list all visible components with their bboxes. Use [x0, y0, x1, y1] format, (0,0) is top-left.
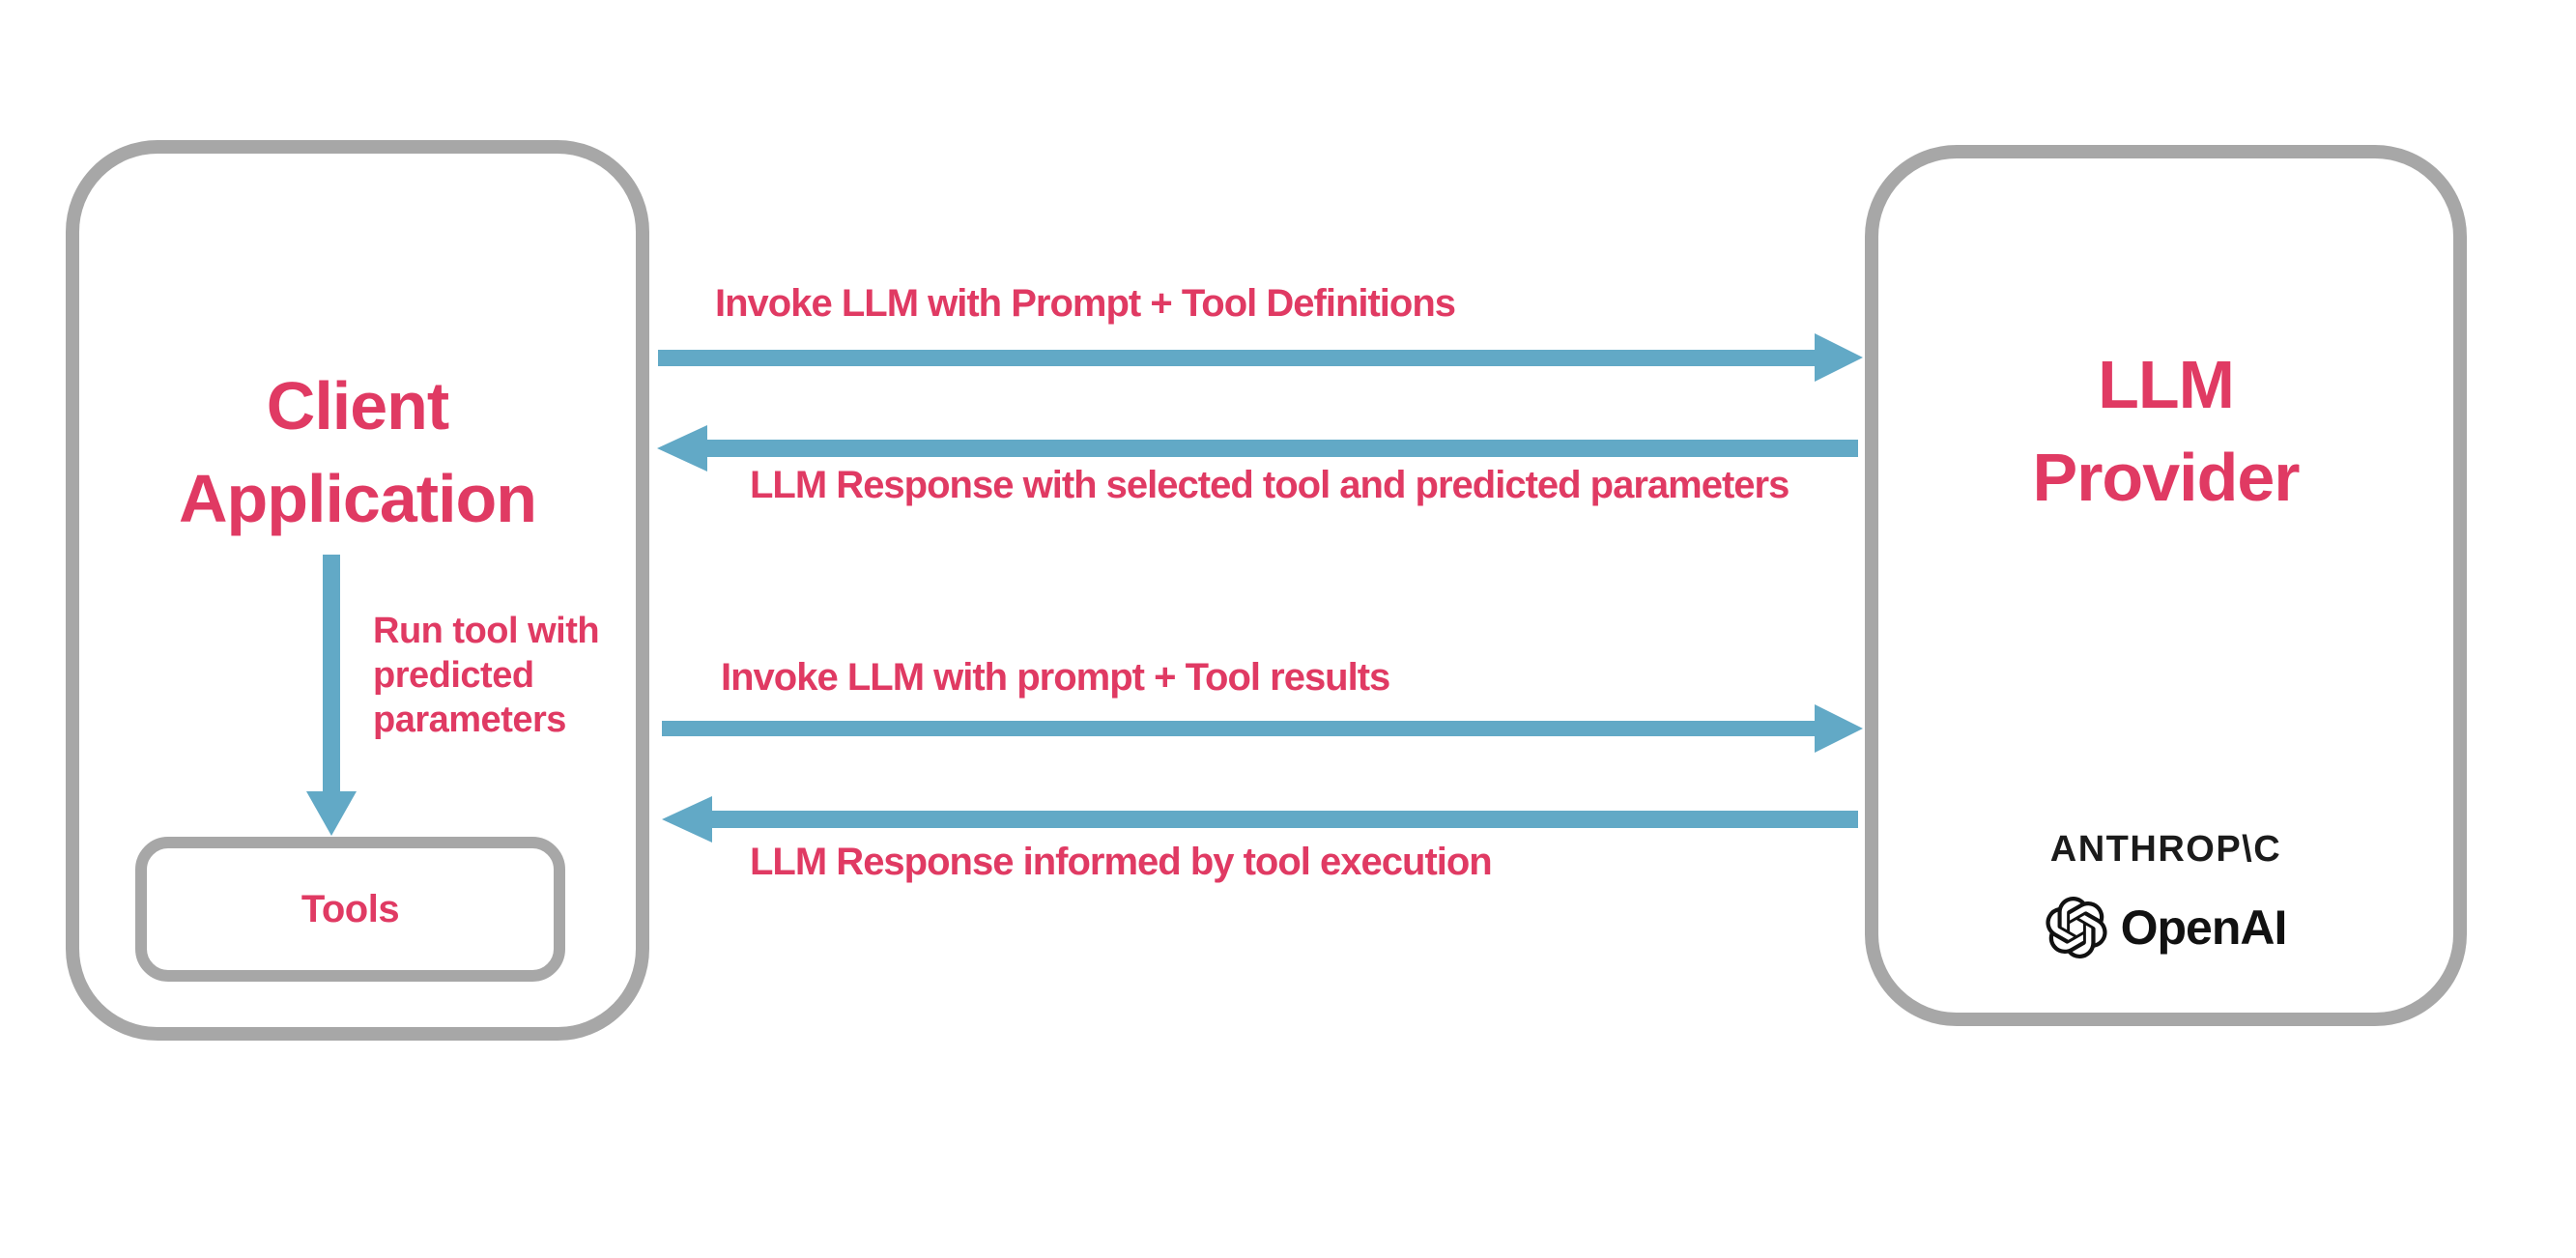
arrow-shaft: [712, 811, 1858, 828]
arrowhead-right-icon: [1815, 333, 1863, 382]
anthropic-logo: ANTHROP\C: [2049, 829, 2282, 870]
run-tool-label: Run tool with predicted parameters: [373, 611, 600, 740]
llm-response-2-label: LLM Response informed by tool execution: [750, 841, 1493, 883]
llm-response-1-label: LLM Response with selected tool and pred…: [750, 464, 1789, 506]
tools-box: Tools: [135, 837, 565, 982]
openai-logo-text: OpenAI: [2120, 901, 2288, 955]
openai-icon: [2046, 897, 2107, 958]
llm-provider-box: [1865, 145, 2467, 1026]
openai-logo: OpenAI: [1865, 897, 2467, 958]
arrowhead-right-icon: [1815, 704, 1863, 753]
arrow-shaft: [658, 350, 1815, 366]
arrow-shaft: [662, 721, 1815, 736]
invoke-llm-2-label: Invoke LLM with prompt + Tool results: [721, 656, 1390, 699]
arrowhead-down-icon: [306, 791, 357, 836]
arrow-shaft: [705, 440, 1858, 457]
arrowhead-left-icon: [657, 425, 707, 472]
invoke-llm-1-label: Invoke LLM with Prompt + Tool Definition…: [715, 282, 1456, 325]
arrow-shaft: [323, 555, 340, 792]
tools-label: Tools: [301, 887, 400, 930]
client-application-title: Client Application: [178, 368, 537, 536]
arrowhead-left-icon: [662, 796, 712, 843]
llm-provider-title: LLM Provider: [2032, 347, 2301, 515]
